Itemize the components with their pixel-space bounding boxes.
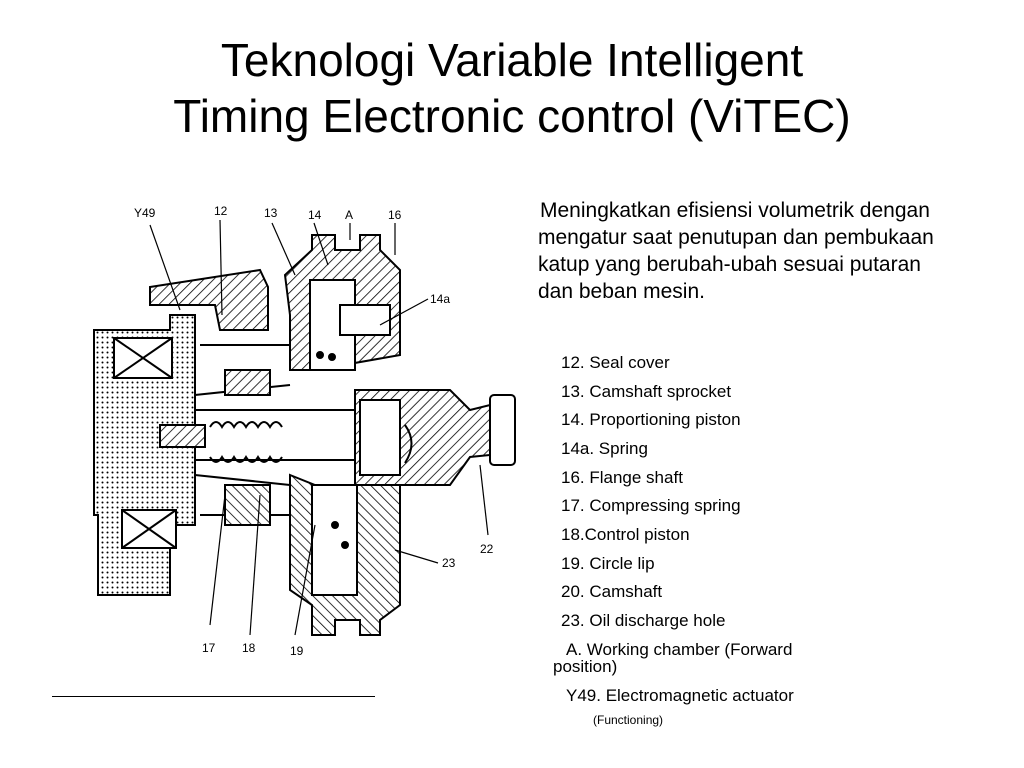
label-a: A bbox=[345, 208, 353, 222]
camshaft bbox=[194, 409, 361, 461]
divider-line bbox=[52, 696, 375, 697]
compressing-spring bbox=[209, 421, 283, 463]
proportioning-piston bbox=[311, 484, 358, 596]
label-22: 22 bbox=[480, 542, 494, 556]
legend-item: position) bbox=[553, 657, 618, 676]
legend-item: 14. Proportioning piston bbox=[561, 410, 741, 429]
label-23: 23 bbox=[442, 556, 456, 570]
label-13: 13 bbox=[264, 206, 278, 220]
label-y49: Y49 bbox=[134, 206, 156, 220]
slide-title: Teknologi Variable Intelligent Timing El… bbox=[60, 32, 964, 144]
label-14: 14 bbox=[308, 208, 322, 222]
seal-cover bbox=[149, 268, 269, 331]
label-19: 19 bbox=[290, 644, 304, 658]
label-14a: 14a bbox=[430, 292, 450, 306]
legend-item: 19. Circle lip bbox=[561, 554, 655, 573]
legend-item: 18.Control piston bbox=[561, 525, 690, 544]
legend-item: 16. Flange shaft bbox=[561, 468, 683, 487]
label-16: 16 bbox=[388, 208, 402, 222]
description-text: Meningkatkan efisiensi volumetrik dengan… bbox=[538, 199, 934, 303]
label-12: 12 bbox=[214, 204, 228, 218]
legend-item: 12. Seal cover bbox=[561, 353, 670, 372]
legend-note: (Functioning) bbox=[593, 713, 664, 727]
legend-item: Y49. Electromagnetic actuator bbox=[566, 686, 794, 705]
camshaft-end bbox=[489, 394, 516, 466]
title-line-1: Teknologi Variable Intelligent bbox=[220, 34, 804, 86]
legend-item: 23. Oil discharge hole bbox=[561, 611, 726, 630]
vitec-cross-section-diagram: Y49 12 13 14 A 16 14a 22 23 17 18 19 bbox=[93, 204, 516, 658]
legend-item: 17. Compressing spring bbox=[561, 496, 741, 515]
label-18: 18 bbox=[242, 641, 256, 655]
legend-item: 14a. Spring bbox=[561, 439, 648, 458]
legend-item: 20. Camshaft bbox=[561, 582, 663, 601]
legend-item: A. Working chamber (Forward bbox=[566, 640, 793, 659]
title-line-2: Timing Electronic control (ViTEC) bbox=[173, 90, 851, 142]
label-17: 17 bbox=[202, 641, 216, 655]
legend-item: 13. Camshaft sprocket bbox=[561, 382, 732, 401]
